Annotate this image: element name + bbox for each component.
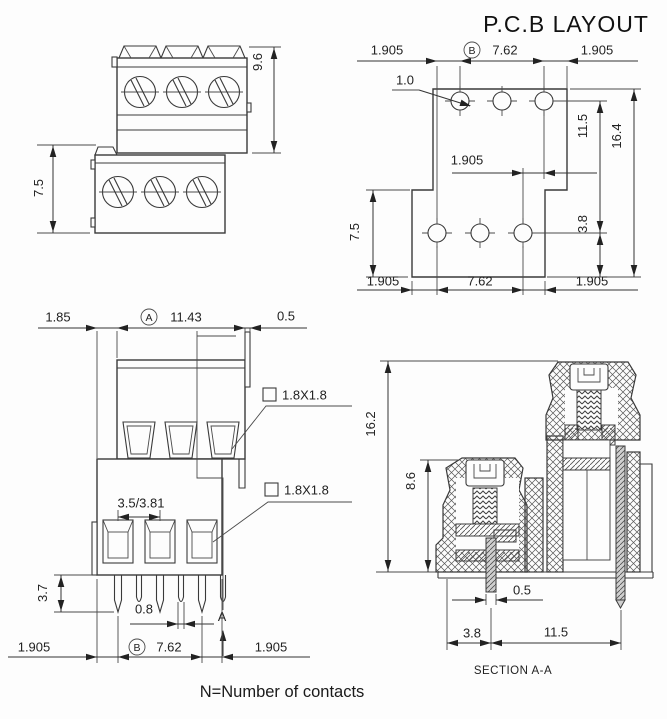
pcb-layout-view: P.C.B LAYOUT [347, 11, 649, 295]
front-pin [485, 529, 517, 593]
top-view: 9.6 7.5 [31, 45, 281, 234]
ref-circle-B [463, 41, 481, 59]
section-view: 16.2 8.6 0.5 [363, 360, 654, 677]
pcb-offset-dim: 1.905 [451, 111, 597, 223]
pcb-hole-callout: 1.0 [392, 73, 472, 110]
dim-pcb-left-height: 7.5 [347, 223, 362, 241]
wire-funnels [118, 45, 246, 59]
pcb-right-dims: 11.5 3.8 16.4 [536, 88, 641, 278]
ref-circle-B2 [128, 638, 146, 656]
dim-pcb-top-left: 1.905 [371, 43, 404, 58]
screw-head-rear [569, 363, 609, 391]
section-bottom-dims: 3.8 11.5 [446, 579, 622, 650]
ref-circle-A [140, 308, 158, 326]
rear-outer-wall [626, 451, 641, 573]
dim-section-offset: 3.8 [463, 626, 481, 641]
dim-section-pin: 0.5 [513, 583, 531, 598]
dim-section-total: 16.2 [363, 411, 378, 436]
screw-thread-front [472, 487, 498, 525]
front-bottom-dims: 1.905 B 7.62 1.905 [8, 579, 310, 663]
dim-front-bottom-left: 1.905 [18, 640, 51, 655]
pin-width-dim: 0.8 [130, 602, 214, 629]
front-view: 1.85 A 11.43 0.5 1.8X1.8 1.8X1.8 3.5/3.8… [8, 308, 352, 663]
dim-8-6: 8.6 [403, 459, 458, 572]
lower-windows [102, 519, 218, 564]
dim-pin-length: 3.7 [35, 584, 50, 602]
mid-wall [524, 477, 544, 573]
ref-letter-B2: B [133, 642, 140, 654]
screw-heads-upper [121, 75, 243, 109]
dim-front-bottom-right: 1.905 [255, 640, 288, 655]
dim-pin-width: 0.8 [135, 602, 153, 617]
dim-pcb-top-pitch: 7.62 [492, 43, 517, 58]
dim-section-depth: 11.5 [544, 625, 568, 640]
pin-length-dim: 3.7 [35, 574, 114, 613]
square-callout-1: 1.8X1.8 [231, 387, 352, 450]
ref-letter-A: A [145, 312, 152, 324]
dim-front-offset: 1.85 [45, 310, 70, 325]
pcb-left-dim: 7.5 [347, 189, 410, 278]
section-cut-line [196, 331, 236, 610]
dim-pcb-bottom-left: 1.905 [367, 274, 400, 289]
top-view-upper-block [111, 45, 252, 154]
dim-section-front-height: 8.6 [403, 472, 418, 490]
front-rear-housing [116, 331, 251, 489]
dim-label-9-6: 9.6 [250, 53, 265, 71]
pcb-bottom-dims: 1.905 7.62 1.905 [357, 246, 638, 295]
pitch-dim: 3.5/3.81 [118, 496, 165, 521]
rear-front-wall [546, 435, 564, 573]
dim-front-bottom-pitch: 7.62 [156, 640, 181, 655]
dim-pcb-bottom-right: 1.905 [576, 274, 609, 289]
screw-heads-lower [99, 175, 221, 209]
contacts-note: N=Number of contacts [200, 683, 365, 701]
rear-terminal-section [545, 361, 653, 573]
screw-head-front [465, 459, 505, 487]
dim-label-7-5: 7.5 [31, 179, 46, 197]
dim-front-ear: 0.5 [277, 309, 295, 324]
pcb-layout-title: P.C.B LAYOUT [483, 11, 649, 37]
dim-row-span: 11.5 [575, 114, 590, 138]
solder-pins [113, 575, 227, 614]
square-callout-2: 1.8X1.8 [212, 482, 352, 543]
square2-label: 1.8X1.8 [284, 483, 329, 498]
dim-pcb-bottom-pitch: 7.62 [467, 274, 492, 289]
dim-front-width: 11.43 [170, 310, 202, 325]
dim-row-offset: 1.905 [451, 153, 484, 168]
dim-bottom-offset: 3.8 [575, 215, 590, 233]
rear-pin [615, 445, 626, 610]
front-top-dims: 1.85 A 11.43 0.5 [38, 308, 307, 458]
square1-label: 1.8X1.8 [282, 388, 327, 403]
dim-pcb-total-height: 16.4 [609, 123, 624, 148]
screw-thread-rear [576, 389, 602, 431]
dim-hole-dia: 1.0 [396, 73, 414, 88]
left-tab [111, 56, 118, 68]
dim-pitch: 3.5/3.81 [118, 496, 165, 511]
front-terminal-section [435, 457, 528, 573]
top-view-lower-block [90, 146, 226, 234]
dim-pcb-top-right: 1.905 [581, 43, 614, 58]
pcb-top-dims: 1.905 B 7.62 1.905 [357, 41, 638, 224]
contact-plate-rear [562, 457, 611, 471]
section-title: SECTION A-A [474, 665, 552, 677]
ref-letter-B: B [468, 45, 475, 57]
dim-9-6: 9.6 [249, 46, 281, 154]
dim-7-5: 7.5 [31, 144, 96, 234]
dim-section-pin-width: 0.5 [452, 583, 543, 605]
mounting-ear [244, 331, 251, 388]
right-tab [246, 102, 252, 113]
upper-windows [122, 421, 240, 459]
